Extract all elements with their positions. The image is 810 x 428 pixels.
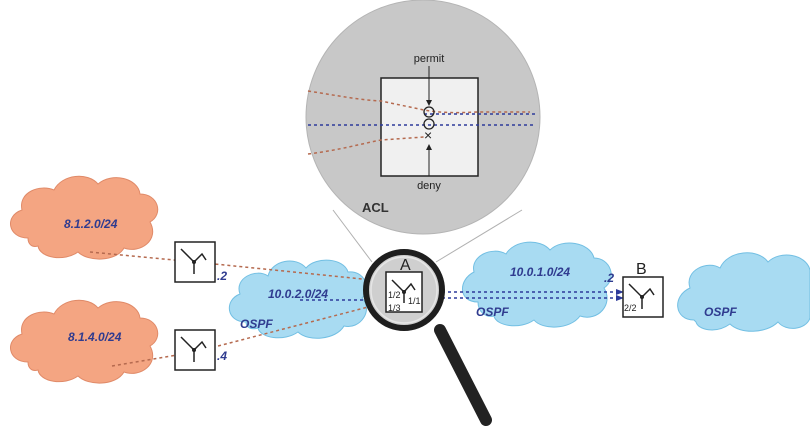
acl-permit-label: permit [414, 53, 445, 65]
permit-circle-icon-2 [423, 118, 435, 130]
router-a-port-1-3: 1/3 [388, 303, 401, 313]
zoom-cone-right [435, 209, 523, 263]
zoom-cone-left [332, 209, 373, 263]
acl-external-line-bottom [307, 136, 425, 155]
router-b [622, 276, 664, 318]
router-b-name: B [636, 261, 647, 278]
cloud-8-1-4-0 [10, 299, 159, 384]
acl-external-line-top [307, 90, 530, 114]
cloud-far-right-ospf [677, 252, 810, 332]
ospf-label-middle: OSPF [476, 305, 509, 319]
router-a-name: A [400, 257, 411, 274]
arrowhead-2 [616, 295, 624, 301]
suffix-router-top: .2 [217, 269, 227, 283]
acl-deny-label: deny [417, 180, 441, 192]
net-label-10-0-2-0: 10.0.2.0/24 [268, 287, 328, 301]
suffix-router-b-side: .2 [604, 271, 614, 285]
acl-title: ACL [362, 200, 389, 215]
cloud-8-1-2-0 [10, 175, 159, 260]
router-bottom [174, 329, 216, 371]
link-8-1-2-to-a [89, 251, 373, 281]
net-label-10-0-1-0: 10.0.1.0/24 [510, 265, 570, 279]
permit-circle-icon [423, 106, 435, 118]
permit-arrowhead [426, 100, 432, 106]
deny-x-icon: × [424, 127, 432, 143]
router-a [385, 271, 423, 313]
router-top [174, 241, 216, 283]
router-b-port-2-2: 2/2 [624, 303, 637, 313]
deny-arrowhead [426, 144, 432, 150]
ospf-label-left: OSPF [240, 317, 273, 331]
ospf-label-right: OSPF [704, 305, 737, 319]
suffix-router-bottom: .4 [217, 349, 227, 363]
router-a-port-1-2: 1/2 [388, 290, 401, 300]
arrowhead-1 [616, 289, 624, 295]
router-a-port-1-1: 1/1 [408, 296, 421, 306]
net-label-8-1-2-0: 8.1.2.0/24 [64, 217, 118, 231]
net-label-8-1-4-0: 8.1.4.0/24 [68, 330, 122, 344]
cloud-10-0-1-0 [462, 241, 612, 328]
